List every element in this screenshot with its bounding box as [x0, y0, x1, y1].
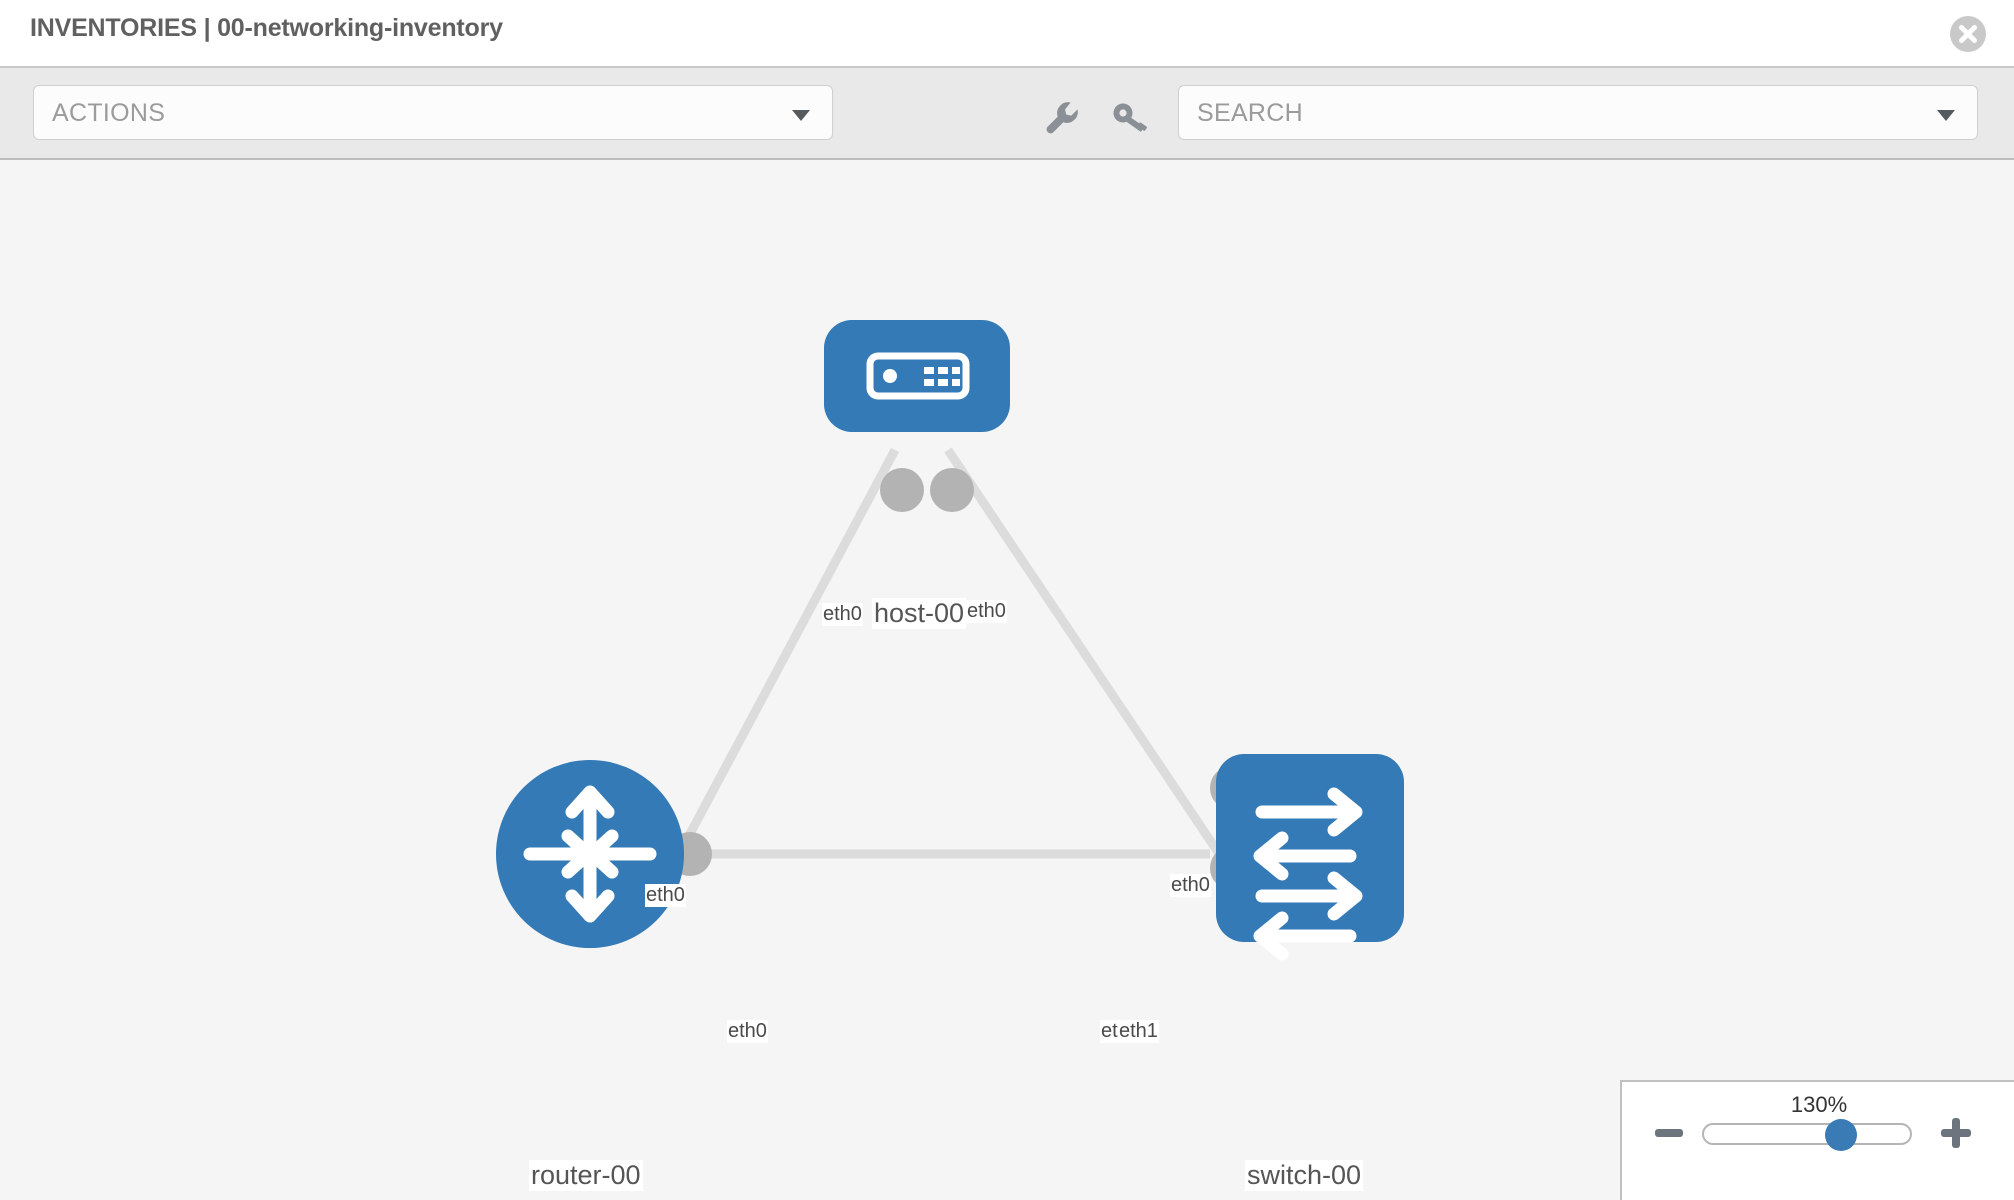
node-switch-00[interactable] [1216, 754, 1404, 961]
node-label-host-00: host-00 [872, 598, 967, 630]
chevron-down-icon [792, 110, 810, 121]
edge-label-host-left: eth0 [822, 603, 863, 626]
key-icon[interactable] [1108, 96, 1152, 140]
zoom-control-panel: 130% [1620, 1080, 2014, 1200]
node-label-switch-00: switch-00 [1245, 1160, 1364, 1192]
toolbar: ACTIONS SEARCH [0, 68, 2014, 160]
edge-label-router-right: eth0 [727, 1020, 768, 1043]
zoom-out-button[interactable] [1655, 1129, 1683, 1137]
topology-canvas[interactable]: eth0 eth0 eth0 eth0 eth0 eth0 eth1 host-… [0, 160, 2014, 1200]
connector-host-right[interactable] [930, 468, 974, 512]
edge-label-host-right: eth0 [966, 600, 1007, 623]
chevron-down-icon[interactable] [1937, 110, 1955, 121]
edge-label-router-upper: eth0 [645, 884, 686, 907]
edge-label-switch-upper: eth0 [1170, 874, 1211, 897]
connector-host-left[interactable] [880, 468, 924, 512]
zoom-slider-track[interactable] [1702, 1123, 1912, 1145]
zoom-level-label: 130% [1790, 1092, 1848, 1117]
edge-group [672, 447, 1234, 873]
server-icon [866, 352, 970, 400]
page-header: INVENTORIES | 00-networking-inventory [0, 0, 2014, 68]
topology-graph [496, 320, 1404, 961]
zoom-slider-thumb[interactable] [1825, 1119, 1857, 1151]
node-label-router-00: router-00 [529, 1160, 643, 1192]
zoom-in-button[interactable] [1941, 1118, 1971, 1148]
actions-dropdown[interactable]: ACTIONS [33, 85, 833, 140]
edge-label-switch-left: eth1 [1118, 1020, 1159, 1043]
node-host-00[interactable] [824, 320, 1010, 432]
edge-host-switch[interactable] [944, 447, 1234, 873]
node-router-00[interactable] [496, 760, 684, 948]
page-title: INVENTORIES | 00-networking-inventory [30, 14, 503, 42]
close-icon[interactable] [1950, 16, 1986, 52]
edge-host-router[interactable] [672, 447, 899, 863]
switch-arrows-icon [1253, 787, 1363, 961]
search-placeholder: SEARCH [1197, 99, 1303, 127]
search-input[interactable]: SEARCH [1178, 85, 1978, 140]
router-arrows-icon [523, 785, 657, 923]
connector-group [668, 468, 1254, 890]
actions-dropdown-label: ACTIONS [52, 99, 166, 127]
wrench-icon[interactable] [1040, 96, 1084, 140]
